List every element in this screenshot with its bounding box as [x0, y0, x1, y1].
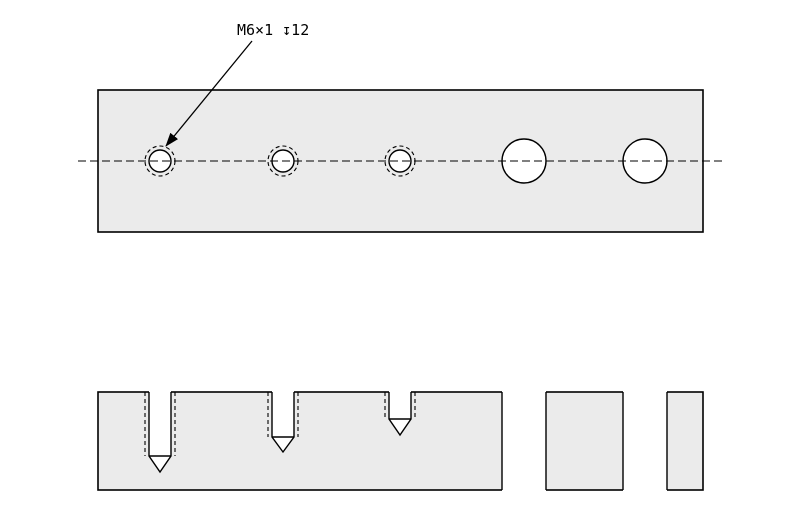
through-hole-1-front [501, 390, 547, 492]
tapped-hole-1-cavity [149, 390, 171, 472]
top-view [78, 89, 723, 233]
tapped-hole-1-top [144, 145, 176, 177]
through-hole-1-cavity [502, 390, 546, 492]
leader-annotation: M6×1 ↧12 [165, 21, 309, 147]
front-view [97, 390, 704, 492]
tapped-hole-1-front [144, 390, 176, 474]
tapped-hole-1-profile [148, 392, 172, 474]
tapped-hole-3-profile [388, 392, 412, 437]
leader-line [165, 40, 253, 147]
tapped-hole-3-cavity [389, 390, 411, 435]
tapped-hole-2-front [267, 390, 299, 454]
through-hole-2-cavity [623, 390, 667, 492]
tapped-hole-1-bore [148, 149, 172, 173]
through-hole-2-front [622, 390, 668, 492]
tapped-hole-3-front [384, 390, 416, 437]
tapped-hole-3-bore [388, 149, 412, 173]
tapped-hole-2-profile [271, 392, 295, 454]
thread-callout-text: M6×1 ↧12 [237, 21, 309, 39]
